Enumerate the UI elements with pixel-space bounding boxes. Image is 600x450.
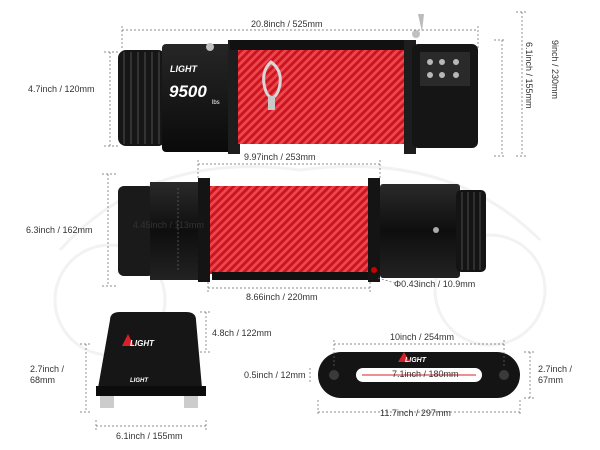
motor-height-label: 4.7inch / 120mm bbox=[28, 84, 95, 94]
fairlead-bolt-spacing-label: 10inch / 254mm bbox=[390, 332, 455, 342]
fairlead-opening-label: 7.1inch / 180mm bbox=[392, 369, 459, 379]
dimension-lines-side bbox=[102, 160, 399, 292]
brand-logo-fairlead: LIGHT bbox=[405, 357, 427, 364]
drum-length-top-label: 9.97inch / 253mm bbox=[244, 152, 316, 162]
overall-length-label: 20.8inch / 525mm bbox=[251, 19, 323, 29]
dimension-lines-top bbox=[104, 11, 528, 157]
winch-side-view bbox=[118, 178, 486, 282]
brand-logo-top: LIGHT bbox=[170, 64, 198, 74]
fairlead-thickness-label: 0.5inch / 12mm bbox=[244, 370, 306, 380]
brand-logo-box-side: LIGHT bbox=[130, 378, 149, 384]
drum-diameter-label: 4.45inch / 113mm bbox=[133, 220, 204, 230]
control-box-top-height-label: 4.8ch / 122mm bbox=[212, 328, 272, 338]
rope-diameter-label: Φ0.43inch / 10.9mm bbox=[394, 279, 476, 289]
drum-width-label: 8.66inch / 220mm bbox=[246, 292, 318, 302]
dimension-lines-fairlead bbox=[309, 340, 536, 416]
capacity-number: 9500 bbox=[169, 82, 207, 101]
winch-front-view bbox=[118, 14, 478, 154]
overall-height-label: 9inch / 230mm bbox=[550, 40, 560, 100]
dimension-lines-box bbox=[80, 311, 212, 432]
control-box bbox=[96, 312, 206, 408]
control-box-side-label: 2.7inch / 68mm bbox=[30, 364, 65, 385]
brand-logo-box: LIGHT bbox=[130, 339, 155, 348]
control-box-width-label: 6.1inch / 155mm bbox=[116, 431, 183, 441]
side-height-label: 6.3inch / 162mm bbox=[26, 225, 93, 235]
fairlead-length-label: 11.7inch / 297mm bbox=[380, 408, 451, 418]
capacity-unit: lbs bbox=[212, 100, 220, 106]
hawse-fairlead bbox=[318, 352, 520, 398]
fairlead-height-label: 2.7inch / 67mm bbox=[538, 364, 573, 385]
control-box-height-label: 6.1inch / 155mm bbox=[524, 42, 534, 109]
